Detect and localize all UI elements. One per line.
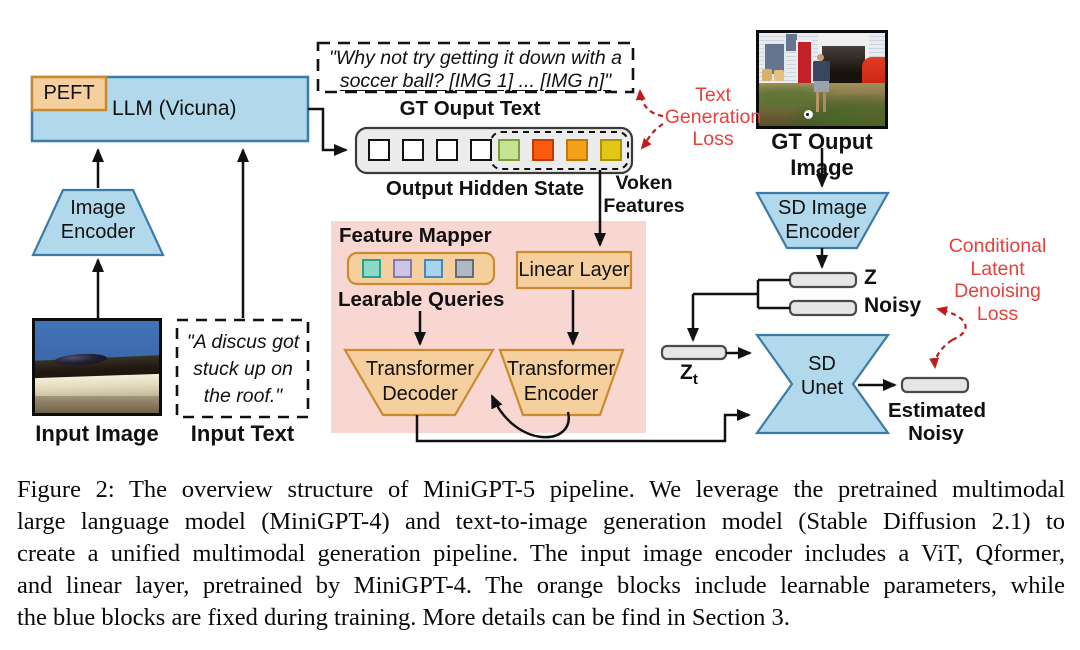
input-quote-line2: stuck up on (193, 358, 293, 380)
photo-fascia (35, 396, 159, 413)
input-image-photo (32, 318, 162, 416)
photo-porch-chair (774, 70, 785, 82)
noisy-label: Noisy (864, 294, 922, 317)
zt-base: Z (680, 361, 693, 384)
caption-line: and linear layer, pretrained by MiniGPT-… (17, 572, 1065, 599)
gt-output-image-photo (756, 30, 888, 129)
text-gen-loss-line3: Loss (692, 128, 734, 150)
feature-mapper-label: Feature Mapper (339, 224, 492, 247)
sd-image-encoder-shape (755, 191, 890, 250)
input-quote-line3: the roof." (203, 385, 283, 407)
hidden-token-square (402, 139, 424, 161)
voken-line1: Voken (615, 172, 673, 194)
photo-person-head (816, 54, 824, 62)
gt-text-label: GT Ouput Text (399, 97, 541, 120)
zt-sub: t (692, 371, 698, 389)
caption-line: large language model (MiniGPT-4) and tex… (17, 508, 1065, 535)
linear-layer-box (515, 250, 633, 290)
query-square (393, 259, 412, 278)
text-gen-loss-line1: Text (695, 84, 731, 106)
hidden-token-square (470, 139, 492, 161)
sd-unet-line1: SD (808, 353, 836, 375)
transformer-decoder-label: Transformer Decoder (355, 357, 485, 407)
photo-person-shorts (813, 81, 829, 92)
estimated-noisy-label: Estimated Noisy (888, 399, 986, 445)
sd-image-encoder-label: SD Image Encoder (757, 197, 888, 244)
transformer-encoder-line1: Transformer (506, 358, 616, 380)
sd-image-encoder-line1: SD Image (778, 197, 867, 219)
voken-square (532, 139, 554, 161)
diagram-shapes (30, 41, 970, 443)
conditional-loss-label: Conditional Latent Denoising Loss (935, 235, 1060, 325)
transformer-encoder-shape (498, 348, 625, 417)
image-encoder-line2: Encoder (60, 221, 136, 243)
cond-loss-line2: Latent (970, 257, 1025, 280)
caption-line: the blue blocks are fixed during trainin… (17, 604, 790, 631)
input-image-label: Input Image (35, 421, 159, 446)
cond-loss-line3: Denoising (954, 280, 1041, 302)
linear-layer-label: Linear Layer (518, 259, 630, 281)
cond-loss-line4: Loss (976, 302, 1019, 325)
cond-loss-line1: Conditional (948, 235, 1047, 257)
gt-image-label: GT Ouput Image (771, 129, 873, 180)
hidden-token-square (368, 139, 390, 161)
transformer-decoder-line2: Decoder (382, 383, 458, 405)
peft-box (30, 75, 108, 112)
input-text-label: Input Text (190, 421, 295, 446)
sd-unet-line2: Unet (800, 377, 844, 399)
zt-label: Zt (680, 361, 698, 388)
photo-soccer-ball (804, 110, 814, 120)
sd-image-encoder-line2: Encoder (785, 220, 860, 243)
image-encoder-shape (31, 188, 165, 257)
learnable-queries-label: Learable Queries (338, 288, 505, 311)
gt-text-quote: "Why not try getting it down with a socc… (320, 47, 631, 93)
photo-person-shirt (812, 60, 831, 83)
image-encoder-line1: Image (70, 197, 126, 219)
input-text-box (175, 318, 310, 419)
text-gen-loss-line2: Generation (664, 106, 762, 128)
voken-dashed-box (490, 131, 629, 170)
hidden-state-box (354, 126, 634, 175)
image-encoder-label: Image Encoder (43, 196, 153, 244)
query-square (362, 259, 381, 278)
input-text-quote: "A discus got stuck up on the roof." (180, 329, 306, 410)
voken-square (498, 139, 520, 161)
text-generation-loss-label: Text Generation Loss (660, 84, 766, 150)
figure-caption: Figure 2: The overview structure of Mini… (17, 474, 1065, 634)
photo-door (795, 40, 814, 88)
photo-porch-chair (761, 69, 772, 82)
voken-square (566, 139, 588, 161)
query-square (424, 259, 443, 278)
sd-unet-shape (754, 333, 891, 435)
output-hidden-state-label: Output Hidden State (385, 177, 585, 200)
voken-line2: Features (603, 195, 685, 217)
input-quote-line1: "A discus got (186, 331, 300, 353)
transformer-encoder-line2: Encoder (523, 383, 599, 405)
z-pill (788, 271, 858, 289)
gt-quote-line1: "Why not try getting it down with a (328, 47, 623, 69)
estimated-noisy-pill (900, 376, 970, 394)
estimated-noisy-line1: Estimated (888, 399, 986, 422)
sd-unet-label: SD Unet (772, 352, 872, 400)
voken-features-label: Voken Features (592, 172, 696, 218)
gt-text-box (316, 41, 635, 94)
noisy-pill (788, 299, 858, 317)
voken-square (600, 139, 622, 161)
caption-line: create a unified multimodal generation p… (17, 540, 1065, 567)
hidden-token-square (436, 139, 458, 161)
zt-pill (660, 344, 728, 361)
transformer-decoder-line1: Transformer (365, 358, 475, 380)
z-label: Z (864, 266, 877, 289)
caption-line: Figure 2: The overview structure of Mini… (17, 476, 1065, 503)
estimated-noisy-line2: Noisy (908, 422, 964, 445)
transformer-decoder-shape (343, 348, 495, 417)
photo-person-leg (823, 90, 827, 113)
peft-label: PEFT (43, 82, 95, 104)
llm-label: LLM (Vicuna) (112, 97, 237, 120)
query-square (455, 259, 474, 278)
gt-quote-line2: soccer ball? [IMG 1] ... [IMG n]" (339, 70, 612, 92)
transformer-encoder-label: Transformer Encoder (496, 357, 626, 407)
photo-person-leg (815, 90, 819, 113)
